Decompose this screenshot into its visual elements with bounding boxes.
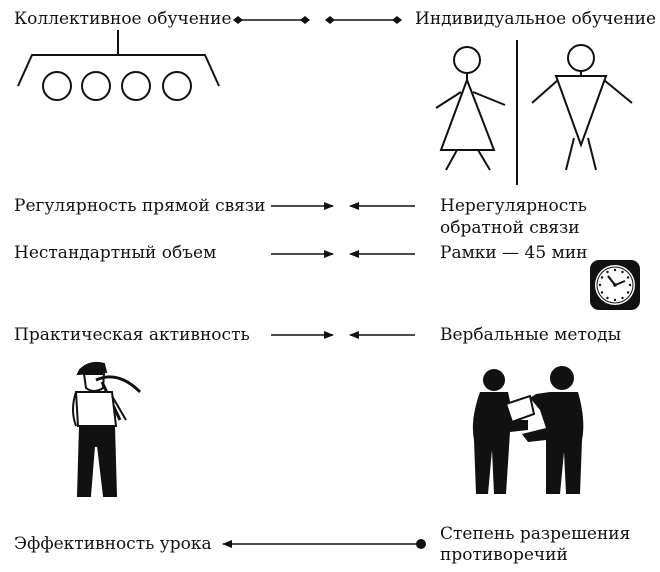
label-collective-learning: Коллективное обучение <box>14 9 232 29</box>
label-irregularity-line1: Нерегулярность <box>440 196 587 216</box>
two-men-talking-icon <box>472 366 584 494</box>
man-figure-icon <box>531 44 633 171</box>
label-volume: Нестандартный объем <box>14 243 217 263</box>
bottom-arrow-dot <box>416 539 426 549</box>
label-resolution-line1: Степень разрешения <box>440 524 631 544</box>
label-frame: Рамки — 45 мин <box>440 243 588 263</box>
clock-icon <box>590 260 640 310</box>
label-individual-learning: Индивидуальное обучение <box>415 9 657 29</box>
group-table-icon <box>17 30 220 101</box>
label-verbal-methods: Вербальные методы <box>440 325 622 345</box>
woman-figure-icon <box>435 46 506 171</box>
label-effectiveness: Эффективность урока <box>14 534 212 554</box>
label-practical-activity: Практическая активность <box>14 325 250 345</box>
worker-with-pickaxe-icon <box>72 361 142 497</box>
label-regularity: Регулярность прямой связи <box>14 196 266 216</box>
label-irregularity-line2: обратной связи <box>440 218 580 238</box>
label-resolution-line2: противоречий <box>440 545 568 565</box>
